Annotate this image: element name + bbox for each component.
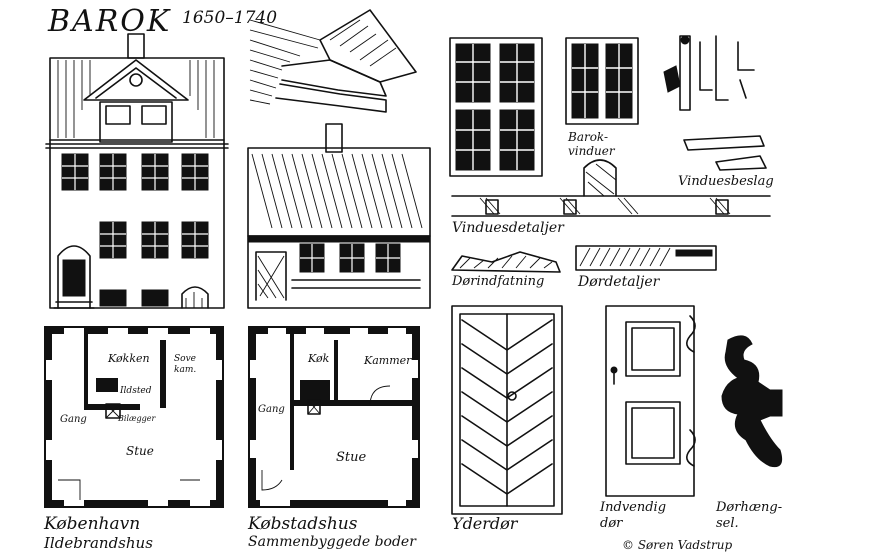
label-kobenhavn: København xyxy=(44,514,141,534)
plan2-stue: Stue xyxy=(336,450,367,465)
label-vinduesbeslag: Vinduesbeslag xyxy=(678,174,774,189)
label-kobstadshus: Købstadshus xyxy=(248,514,358,534)
baroque-window-large xyxy=(449,37,543,177)
label-dorindfatning: Dørindfatning xyxy=(452,274,545,289)
plan1-bilegger: Bilægger xyxy=(118,414,156,423)
plan1-ildsted: Ildsted xyxy=(120,386,152,396)
inner-door xyxy=(605,305,696,497)
signature: © Søren Vadstrup xyxy=(622,538,733,552)
door-hinge-icon xyxy=(721,335,783,468)
page-title: BAROK xyxy=(48,4,172,39)
label-indvendig-dor: Indvendig dør xyxy=(600,500,667,531)
label-sammenbyggede: Sammenbyggede boder xyxy=(248,534,416,550)
plan1-gang: Gang xyxy=(60,414,87,425)
label-barok-vinduer: Barok- vinduer xyxy=(568,130,615,158)
townhouse-facade xyxy=(45,33,229,309)
plan2-kok: Køk xyxy=(308,352,330,365)
label-vinduesdetaljer: Vinduesdetaljer xyxy=(452,220,564,236)
baroque-window-small xyxy=(565,37,639,125)
floor-plan-kobstadshus xyxy=(248,326,420,508)
plan1-kokken: Køkken xyxy=(108,352,150,365)
plan1-stue: Stue xyxy=(126,444,154,458)
half-timbered-house xyxy=(247,123,431,309)
plan2-kammer: Kammer xyxy=(364,354,412,367)
cornice-detail xyxy=(249,9,417,113)
period-label: 1650–1740 xyxy=(182,8,278,28)
door-frame-detail xyxy=(451,251,561,273)
window-details xyxy=(451,159,771,217)
plan1-sovekam: Sove kam. xyxy=(174,354,197,375)
label-ildebrandshus: Ildebrandshus xyxy=(44,534,153,552)
floor-plan-kobenhavn xyxy=(44,326,224,508)
outer-door xyxy=(451,305,563,515)
label-dordetaljer: Dørdetaljer xyxy=(578,274,660,290)
door-details xyxy=(575,245,717,271)
label-dorhaengsel: Dørhæng- sel. xyxy=(716,500,783,531)
plan2-gang: Gang xyxy=(258,404,285,415)
window-hardware-icon xyxy=(663,35,767,171)
label-yderdor: Yderdør xyxy=(452,514,518,533)
